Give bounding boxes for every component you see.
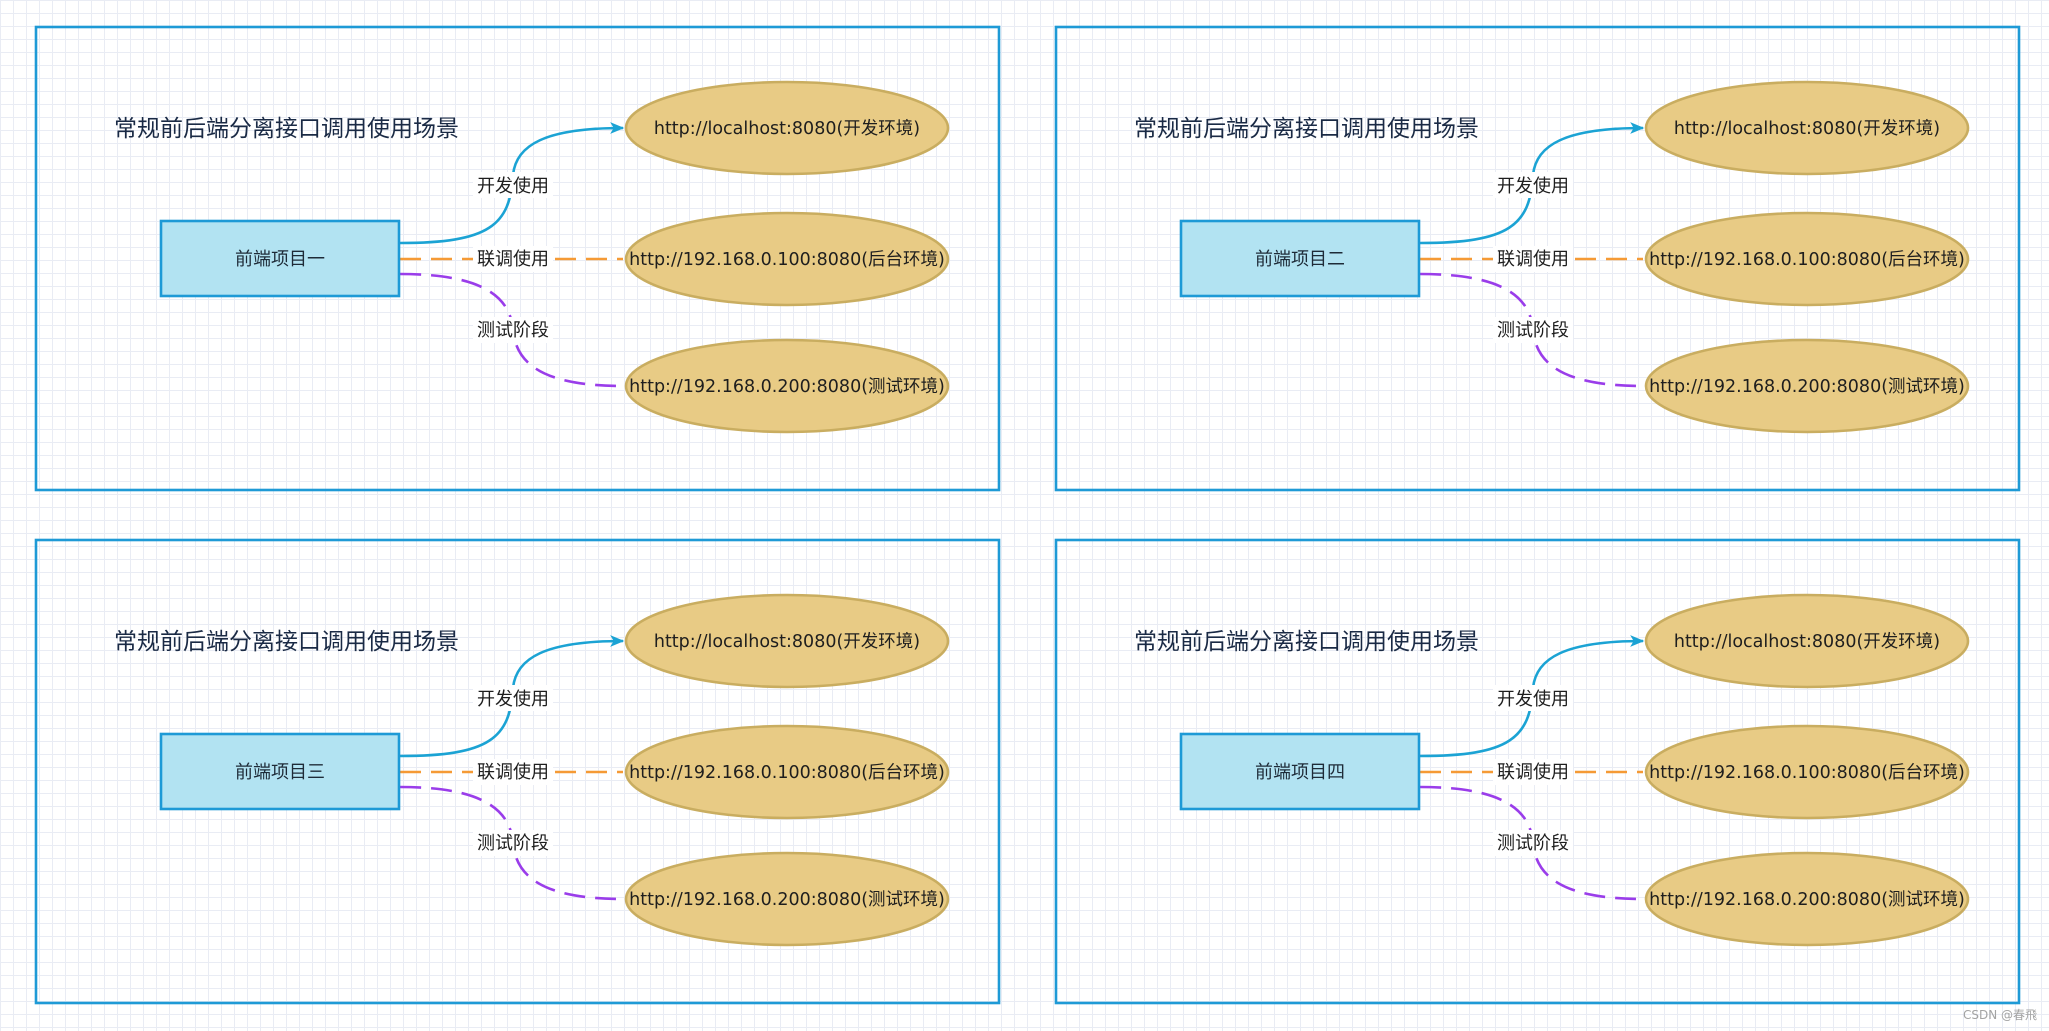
panel-title: 常规前后端分离接口调用使用场景 <box>114 629 459 655</box>
project-label: 前端项目二 <box>1255 249 1345 270</box>
project-box <box>159 732 401 811</box>
env-label-test: http://192.168.0.200:8080(测试环境) <box>1649 377 1965 397</box>
env-label-backend: http://192.168.0.100:8080(后台环境) <box>629 250 945 270</box>
edge-label-bg <box>473 830 553 856</box>
env-ellipse-test <box>624 338 950 434</box>
env-label-backend: http://192.168.0.100:8080(后台环境) <box>1649 250 1965 270</box>
edge-label-test: 测试阶段 <box>477 833 549 854</box>
edge-label-dev: 开发使用 <box>1497 689 1569 710</box>
scenario-panel-1: 常规前后端分离接口调用使用场景 前端项目一 开发使用 联调使用 测试阶段 htt… <box>34 25 1001 492</box>
edge-label-bg <box>473 317 553 343</box>
env-ellipse-dev <box>1644 80 1970 176</box>
project-label: 前端项目三 <box>235 762 325 783</box>
edge-label-bg <box>1493 172 1573 198</box>
edge-label-joint: 联调使用 <box>1497 762 1569 783</box>
project-box <box>1179 219 1421 298</box>
edge-label-bg <box>1493 830 1573 856</box>
project-label: 前端项目一 <box>235 249 325 270</box>
env-label-backend: http://192.168.0.100:8080(后台环境) <box>1649 763 1965 783</box>
env-label-test: http://192.168.0.200:8080(测试环境) <box>629 890 945 910</box>
env-label-test: http://192.168.0.200:8080(测试环境) <box>629 377 945 397</box>
env-ellipse-test <box>1644 851 1970 947</box>
edge-label-joint: 联调使用 <box>477 762 549 783</box>
edge-label-bg <box>1493 317 1573 343</box>
env-ellipse-test <box>1644 338 1970 434</box>
panel-frame <box>1054 538 2021 1005</box>
scenario-panel-3: 常规前后端分离接口调用使用场景 前端项目三 开发使用 联调使用 测试阶段 htt… <box>34 538 1001 1005</box>
edge-label-test: 测试阶段 <box>1497 833 1569 854</box>
edge-label-test: 测试阶段 <box>477 320 549 341</box>
panel-title: 常规前后端分离接口调用使用场景 <box>1134 116 1479 142</box>
edge-label-dev: 开发使用 <box>477 689 549 710</box>
edge-label-bg <box>1493 685 1573 711</box>
scenario-panel-2: 常规前后端分离接口调用使用场景 前端项目二 开发使用 联调使用 测试阶段 htt… <box>1054 25 2021 492</box>
panel-frame <box>34 538 1001 1005</box>
edge-label-test: 测试阶段 <box>1497 320 1569 341</box>
edge-label-joint: 联调使用 <box>477 249 549 270</box>
env-ellipse-backend <box>1644 211 1970 307</box>
edge-label-bg <box>473 172 553 198</box>
env-ellipse-dev <box>1644 593 1970 689</box>
env-label-test: http://192.168.0.200:8080(测试环境) <box>1649 890 1965 910</box>
scenario-panel-4: 常规前后端分离接口调用使用场景 前端项目四 开发使用 联调使用 测试阶段 htt… <box>1054 538 2021 1005</box>
env-ellipse-backend <box>624 211 950 307</box>
project-box <box>159 219 401 298</box>
project-label: 前端项目四 <box>1255 762 1345 783</box>
env-ellipse-test <box>624 851 950 947</box>
panel-frame <box>1054 25 2021 492</box>
env-ellipse-dev <box>624 80 950 176</box>
edge-label-bg <box>473 685 553 711</box>
env-label-dev: http://localhost:8080(开发环境) <box>654 119 920 139</box>
env-label-dev: http://localhost:8080(开发环境) <box>654 632 920 652</box>
env-label-dev: http://localhost:8080(开发环境) <box>1674 632 1940 652</box>
edge-label-dev: 开发使用 <box>477 176 549 197</box>
watermark: CSDN @春飛 <box>1962 1008 2037 1022</box>
edge-label-bg <box>1493 246 1573 272</box>
edge-label-joint: 联调使用 <box>1497 249 1569 270</box>
edge-label-bg <box>473 759 553 785</box>
edge-label-bg <box>1493 759 1573 785</box>
env-label-dev: http://localhost:8080(开发环境) <box>1674 119 1940 139</box>
project-box <box>1179 732 1421 811</box>
env-ellipse-dev <box>624 593 950 689</box>
panel-frame <box>34 25 1001 492</box>
panel-title: 常规前后端分离接口调用使用场景 <box>1134 629 1479 655</box>
panel-title: 常规前后端分离接口调用使用场景 <box>114 116 459 142</box>
edge-label-bg <box>473 246 553 272</box>
edge-label-dev: 开发使用 <box>1497 176 1569 197</box>
env-label-backend: http://192.168.0.100:8080(后台环境) <box>629 763 945 783</box>
env-ellipse-backend <box>624 724 950 820</box>
env-ellipse-backend <box>1644 724 1970 820</box>
